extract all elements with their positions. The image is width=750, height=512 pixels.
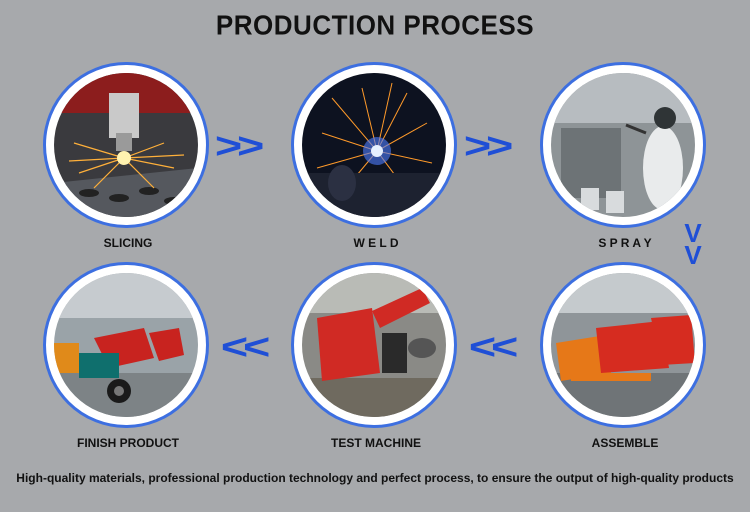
- step-slicing: SLICING: [40, 62, 220, 282]
- page-title: PRODUCTION PROCESS: [215, 9, 535, 41]
- test-machine-photo: [302, 273, 446, 417]
- step-finish-product: FINISH PRODUCT: [40, 262, 220, 482]
- step-ring: [291, 262, 457, 428]
- assemble-photo: [551, 273, 695, 417]
- step-label: TEST MACHINE: [331, 436, 421, 450]
- spray-photo: [551, 73, 695, 217]
- arrow-right-icon: >>: [214, 125, 264, 166]
- step-label: SLICING: [103, 236, 153, 250]
- step-ring: [291, 62, 457, 228]
- arrow-left-icon: <<: [220, 326, 270, 367]
- step-ring: [540, 62, 706, 228]
- arrow-right-icon: >>: [463, 125, 513, 166]
- arrow-down-glyph: V: [684, 240, 702, 270]
- step-assemble: ASSEMBLE: [537, 262, 717, 482]
- step-spray: S P R A Y: [537, 62, 717, 282]
- arrow-down-icon: V V: [678, 218, 708, 270]
- step-ring: [540, 262, 706, 428]
- step-label: W E L D: [353, 236, 399, 250]
- step-label: ASSEMBLE: [591, 436, 659, 450]
- weld-photo: [302, 73, 446, 217]
- step-test-machine: TEST MACHINE: [288, 262, 468, 482]
- arrow-left-icon: <<: [468, 326, 518, 367]
- step-label: S P R A Y: [598, 236, 652, 250]
- tagline: High-quality materials, professional pro…: [16, 471, 734, 485]
- step-label: FINISH PRODUCT: [77, 436, 179, 450]
- arrow-down-glyph: V: [684, 218, 702, 248]
- slicing-photo: [54, 73, 198, 217]
- step-ring: [43, 262, 209, 428]
- step-ring: [43, 62, 209, 228]
- finish-product-photo: [54, 273, 198, 417]
- step-weld: W E L D: [288, 62, 468, 282]
